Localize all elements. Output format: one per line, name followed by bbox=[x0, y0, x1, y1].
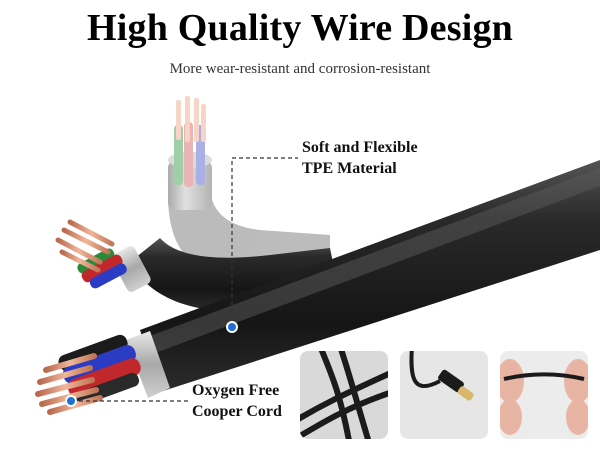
headline-title: High Quality Wire Design bbox=[86, 7, 514, 49]
callout-copper-line-2: Cooper Cord bbox=[192, 403, 282, 420]
callout-tpe-line-1: Soft and Flexible bbox=[302, 139, 418, 156]
middle-cable bbox=[55, 219, 340, 312]
callout-copper-line-1: Oxygen Free bbox=[192, 382, 280, 399]
callout-tpe-line bbox=[231, 157, 298, 326]
callout-tpe-dot bbox=[226, 321, 238, 333]
headline-subtitle: More wear-resistant and corrosion-resist… bbox=[169, 61, 431, 77]
callout-copper-label: Oxygen Free Cooper Cord bbox=[192, 380, 282, 422]
callout-copper-dot bbox=[65, 395, 77, 407]
braided-cable-thumbnail bbox=[300, 351, 388, 439]
main-cable bbox=[35, 160, 600, 415]
callout-tpe-line-2: TPE Material bbox=[302, 160, 397, 177]
usb-c-connector-thumbnail bbox=[400, 351, 488, 439]
cable-bending-thumbnail bbox=[500, 351, 588, 439]
callout-tpe-label: Soft and Flexible TPE Material bbox=[302, 137, 418, 179]
